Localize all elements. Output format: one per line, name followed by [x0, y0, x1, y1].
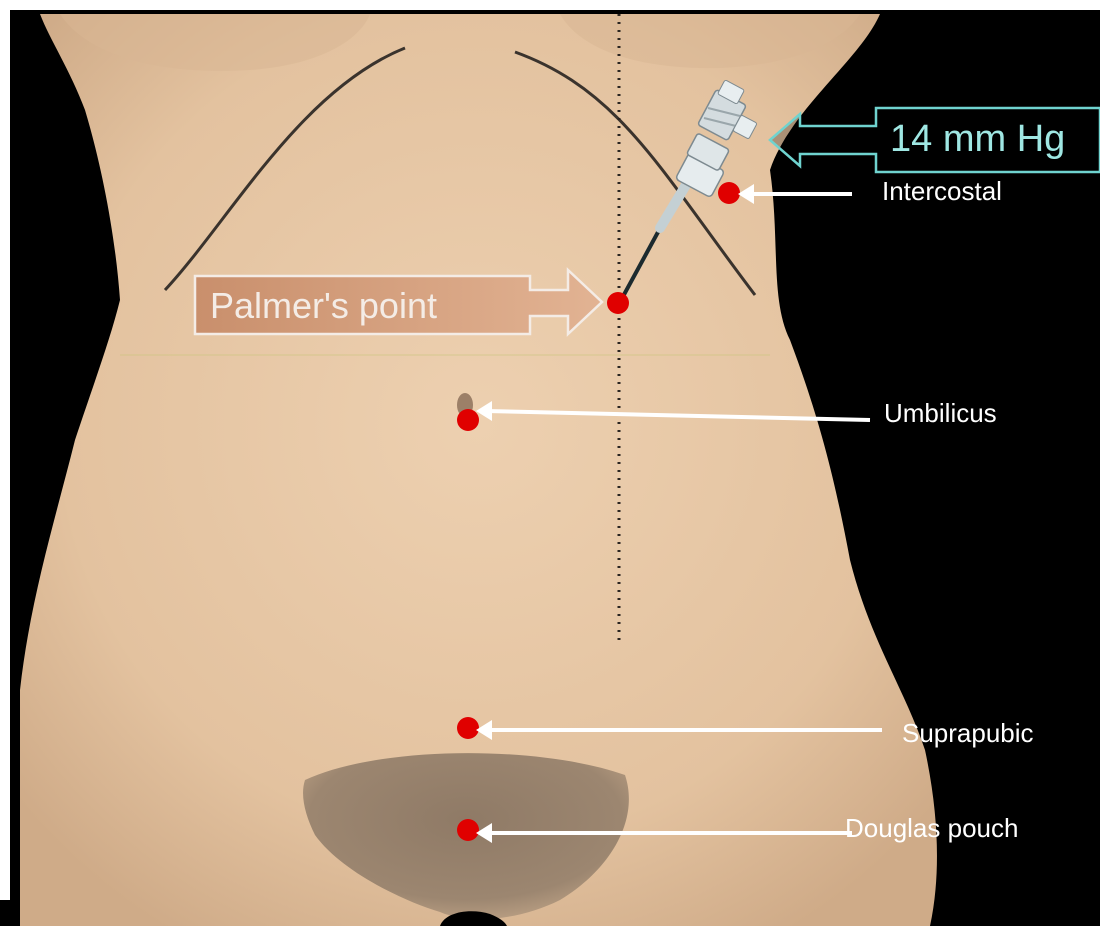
palmer-label: Palmer's point	[210, 285, 437, 326]
marker-palmer	[607, 292, 629, 314]
marker-suprapubic	[457, 717, 479, 739]
marker-umbilicus	[457, 409, 479, 431]
marker-douglas	[457, 819, 479, 841]
left-edge-shadow	[0, 900, 10, 926]
label-umbilicus: Umbilicus	[884, 398, 997, 428]
pressure-label: 14 mm Hg	[890, 118, 1065, 160]
marker-intercostal	[718, 182, 740, 204]
label-douglas: Douglas pouch	[845, 813, 1018, 843]
label-intercostal: Intercostal	[882, 176, 1002, 206]
label-suprapubic: Suprapubic	[902, 718, 1034, 748]
